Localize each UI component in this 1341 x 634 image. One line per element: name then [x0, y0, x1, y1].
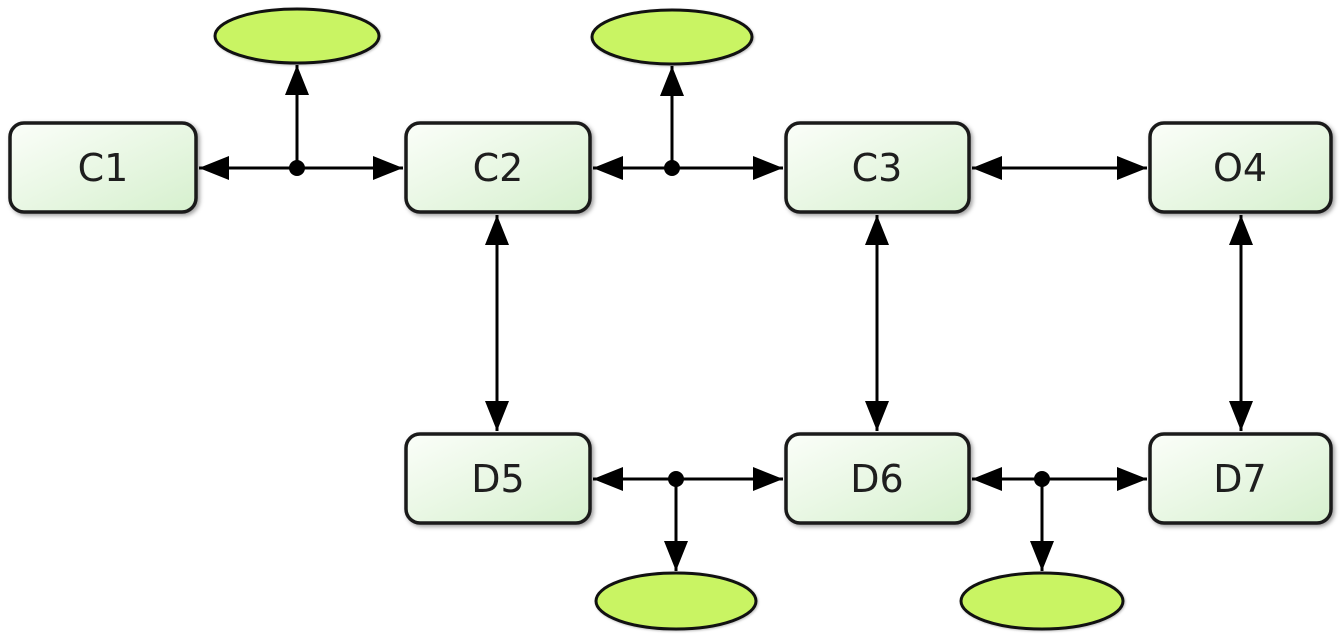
node-d7: D7 [1148, 432, 1333, 525]
node-o4: O4 [1148, 121, 1333, 214]
node-c1-box [8, 121, 198, 214]
bottom-middle-ellipse [594, 571, 758, 631]
node-o4-box [1148, 121, 1333, 214]
bottom-right-ellipse [959, 571, 1125, 631]
node-c3-box [784, 121, 971, 214]
node-d6-label: D6 [850, 457, 903, 501]
junction-dot-d5-d6 [668, 471, 684, 487]
node-c2-label: C2 [473, 146, 524, 190]
junction-dot-d6-d7 [1034, 471, 1050, 487]
node-c1-label: C1 [78, 146, 129, 190]
junction-dot-c2-c3 [664, 160, 680, 176]
node-d6: D6 [784, 432, 971, 525]
top-left-ellipse [213, 7, 381, 65]
node-d5: D5 [404, 432, 592, 525]
node-d5-box [404, 432, 592, 525]
node-d7-label: D7 [1213, 457, 1266, 501]
node-c3: C3 [784, 121, 971, 214]
node-c1: C1 [8, 121, 198, 214]
node-c3-label: C3 [852, 146, 903, 190]
node-d5-label: D5 [471, 457, 524, 501]
node-c2-box [404, 121, 592, 214]
junction-dot-c1-c2 [289, 160, 305, 176]
node-d6-box [784, 432, 971, 525]
node-o4-label: O4 [1213, 146, 1267, 190]
top-middle-ellipse [590, 8, 754, 66]
node-d7-box [1148, 432, 1333, 525]
node-c2: C2 [404, 121, 592, 214]
